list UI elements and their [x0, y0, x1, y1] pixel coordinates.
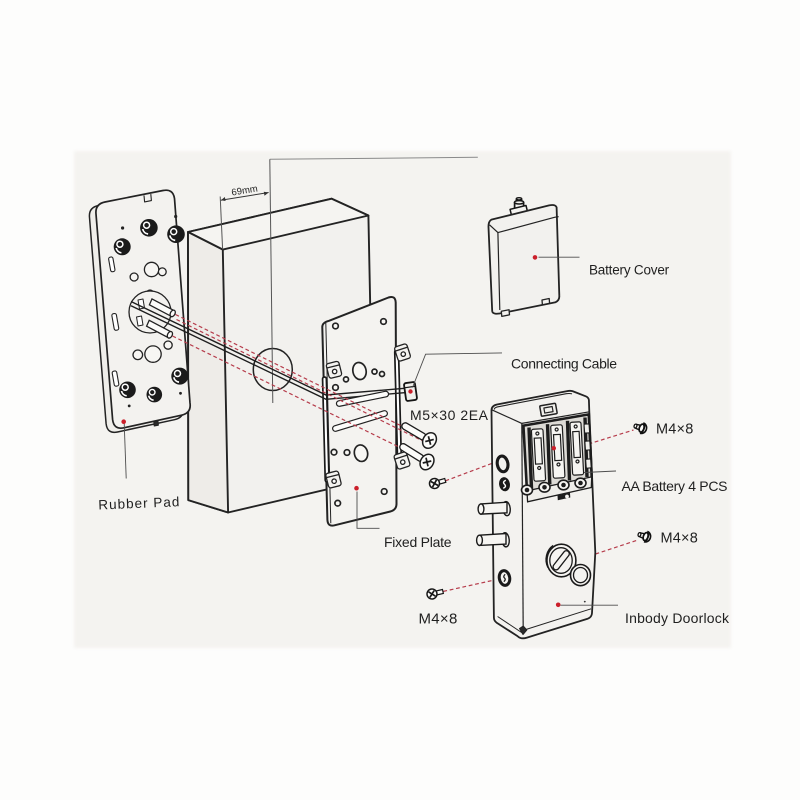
svg-text:Battery Cover: Battery Cover [589, 263, 670, 278]
svg-text:M5×30 2EA: M5×30 2EA [410, 407, 489, 423]
svg-text:Connecting Cable: Connecting Cable [511, 356, 617, 372]
svg-text:M4×8: M4×8 [656, 422, 693, 438]
svg-text:69mm: 69mm [231, 183, 259, 198]
svg-text:AA Battery 4 PCS: AA Battery 4 PCS [622, 478, 728, 494]
svg-text:M4×8: M4×8 [661, 531, 698, 547]
svg-text:Fixed Plate: Fixed Plate [384, 534, 452, 550]
svg-text:Rubber Pad: Rubber Pad [98, 494, 181, 512]
svg-text:Inbody Doorlock: Inbody Doorlock [625, 610, 730, 626]
svg-text:M4×8: M4×8 [419, 611, 458, 628]
